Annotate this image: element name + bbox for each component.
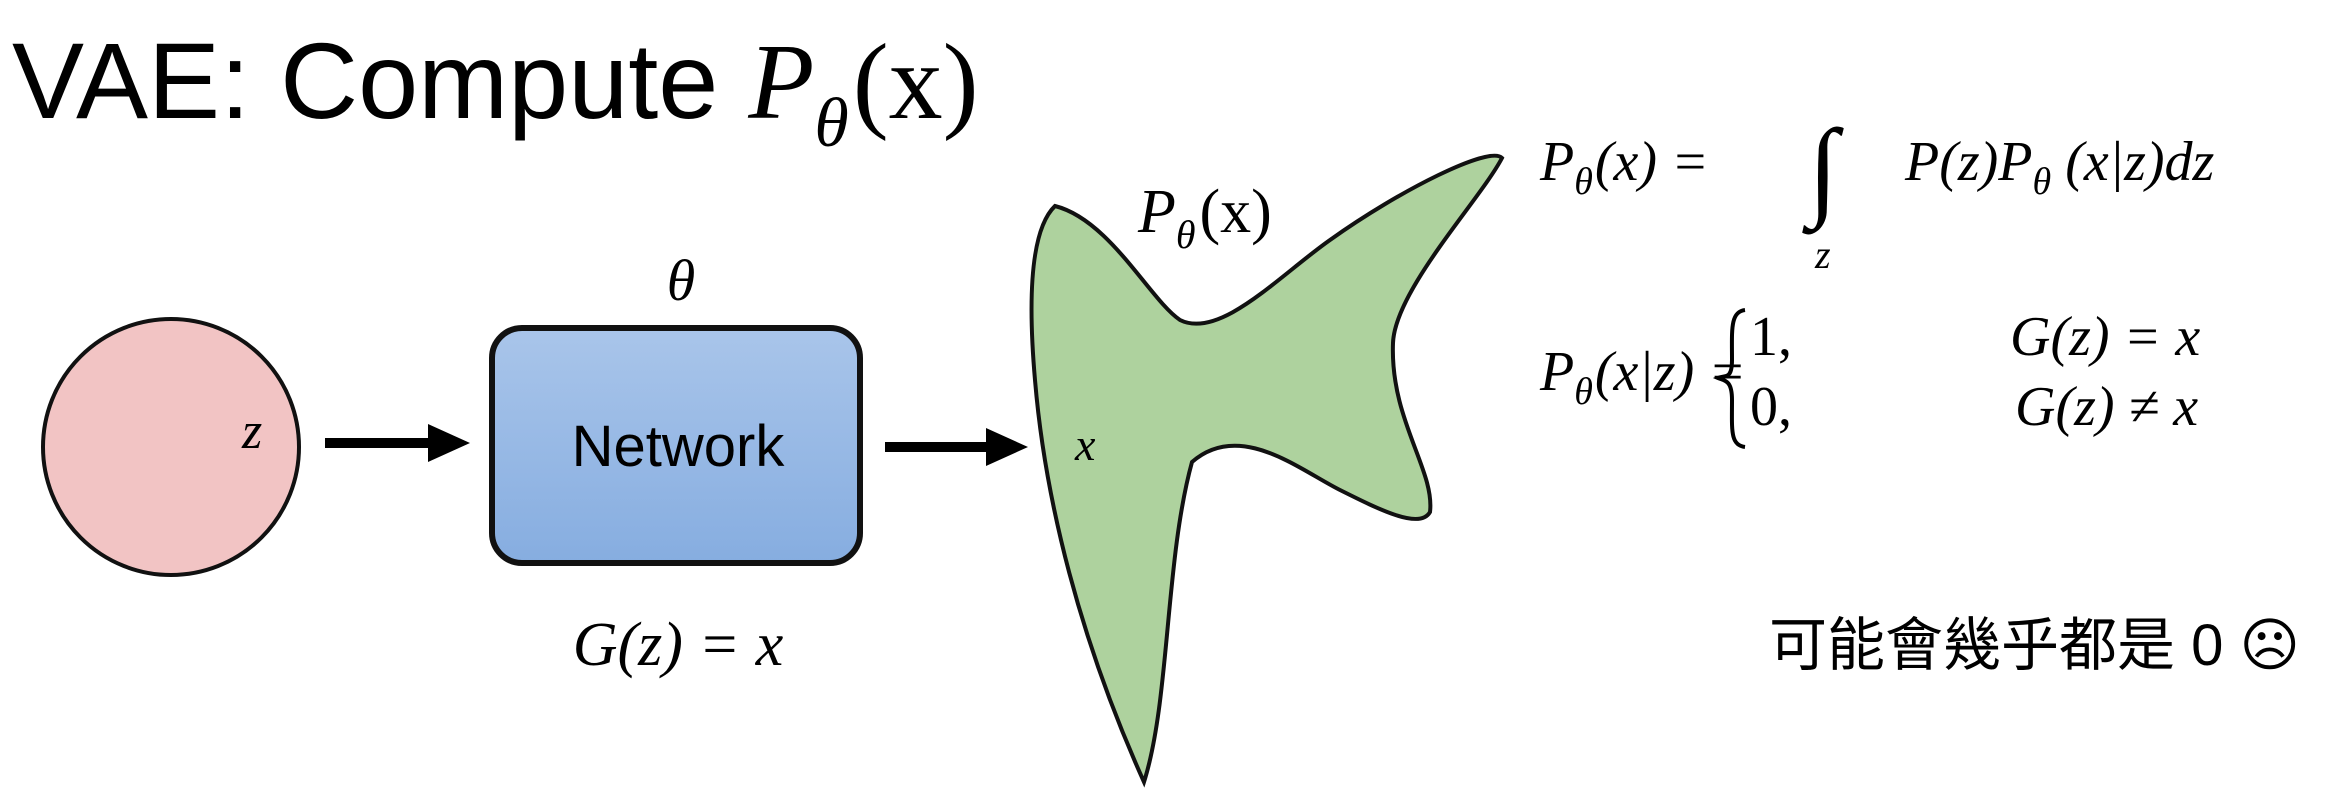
svg-text:z: z — [1814, 232, 1831, 277]
arrow-icon — [885, 428, 1028, 466]
svg-text:Pθ(x|z) =: Pθ(x|z) = — [1539, 341, 1746, 413]
conditional-likelihood-equation: Pθ(x|z) = 1, 0, G(z) = x G(z) ≠ x — [1539, 306, 2200, 449]
svg-text:G(z) ≠ x: G(z) ≠ x — [2015, 376, 2198, 438]
svg-text:P(z)Pθ (x|z)dz: P(z)Pθ (x|z)dz — [1904, 131, 2215, 203]
output-label: x — [1074, 419, 1096, 470]
arrow-icon — [325, 424, 470, 462]
svg-text:Pθ(x) =: Pθ(x) = — [1539, 131, 1709, 203]
theta-label: θ — [667, 248, 696, 313]
svg-text:0,: 0, — [1750, 376, 1792, 438]
note-text: 可能會幾乎都是 0 ☹ — [1769, 613, 2300, 678]
generator-equation: G(z) = x — [573, 611, 784, 679]
latent-label: z — [241, 403, 262, 460]
marginal-likelihood-equation: Pθ(x) = ∫ z P(z)Pθ (x|z)dz — [1539, 107, 2215, 277]
network-box — [489, 325, 863, 566]
distribution-label: Pθ(x) — [1137, 178, 1272, 257]
network-label: Network — [572, 414, 786, 479]
latent-space-circle — [41, 317, 301, 577]
svg-text:1,: 1, — [1750, 306, 1792, 368]
data-distribution-shape — [1029, 153, 1505, 788]
page-title: VAE: Compute Pθ(x) — [12, 20, 979, 162]
svg-text:∫: ∫ — [1802, 107, 1844, 235]
svg-text:G(z) = x: G(z) = x — [2010, 306, 2200, 368]
